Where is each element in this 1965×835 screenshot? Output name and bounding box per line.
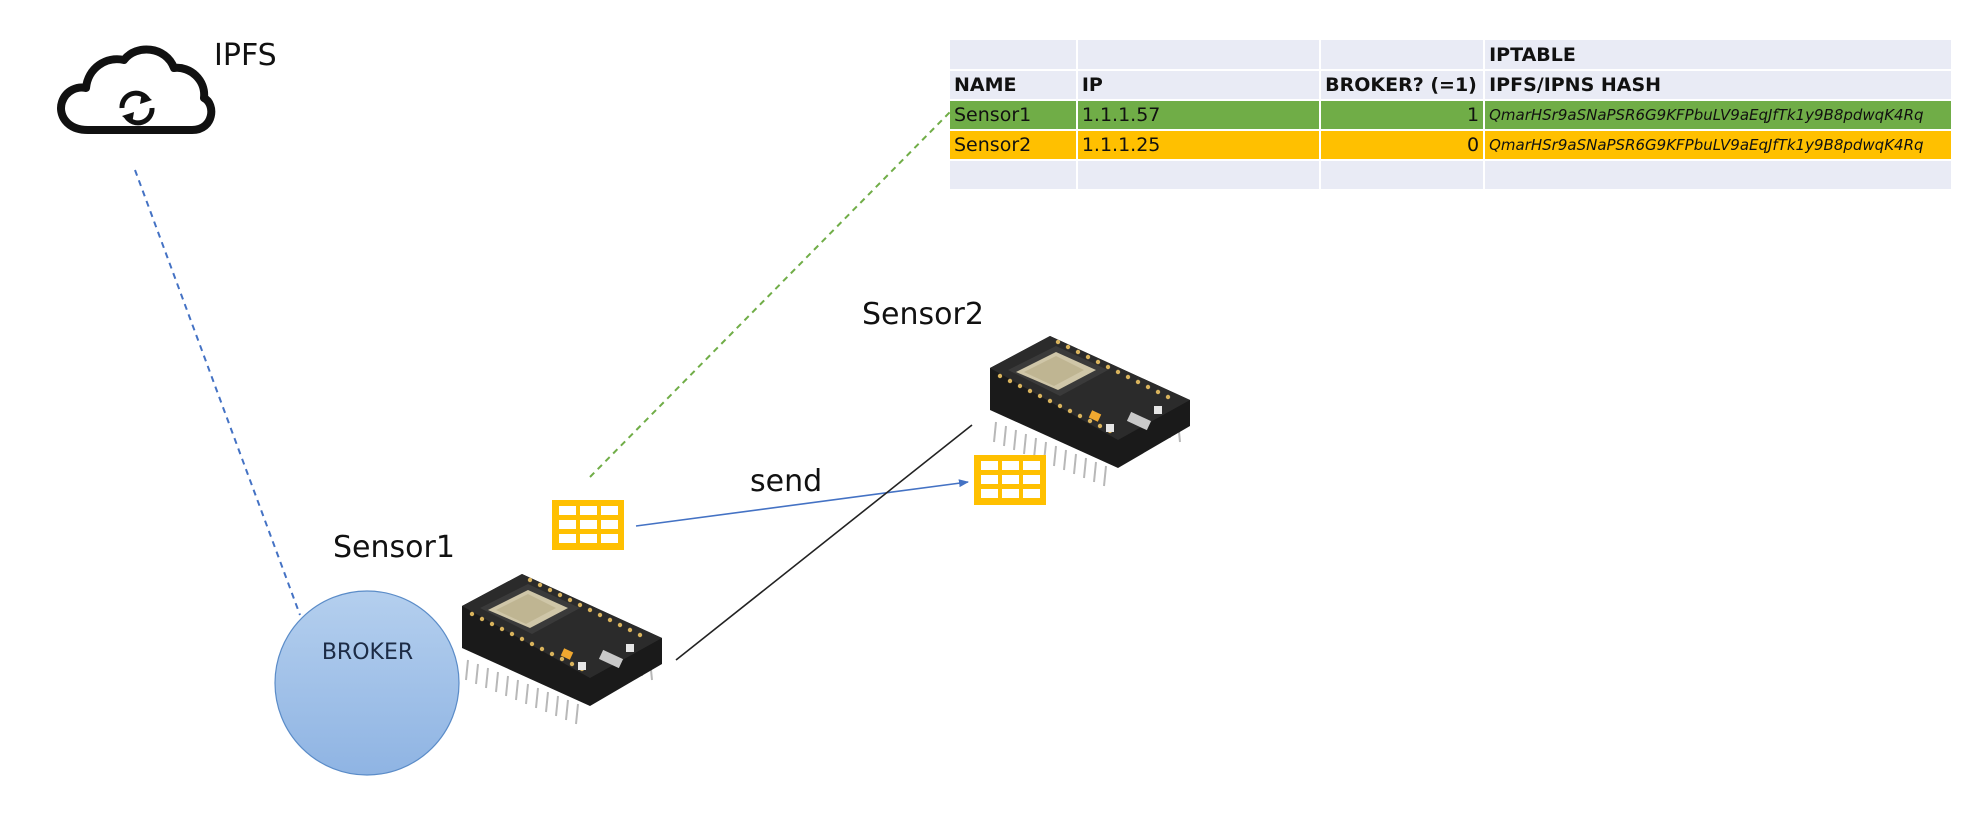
cell-ip: 1.1.1.57 — [1076, 100, 1322, 131]
iptable-header-row: NAME IP BROKER? (=1) IPFS/IPNS HASH — [950, 70, 1953, 101]
cell-name: Sensor2 — [950, 130, 1078, 161]
sensor1-board-icon — [449, 573, 663, 725]
cell-ip: 1.1.1.25 — [1076, 130, 1322, 161]
sensor2-label: Sensor2 — [862, 297, 984, 332]
iptable-title-row: IPTABLE — [950, 40, 1953, 71]
sensor1-table-icon — [552, 500, 624, 550]
sensor2-table-icon — [974, 455, 1046, 505]
column-header: BROKER? (=1) — [1320, 70, 1486, 101]
column-header: IP — [1076, 70, 1322, 101]
cell-name: Sensor1 — [950, 100, 1078, 131]
cell-hash: QmarHSr9aSNaPSR6G9KFPbuLV9aEqJfTk1y9B8pd… — [1484, 100, 1953, 131]
iptable-title: IPTABLE — [1484, 40, 1953, 71]
cloud-sync-icon — [57, 45, 216, 134]
send-arrow — [635, 479, 969, 527]
table-row-dashed-link — [589, 111, 951, 478]
iptable: IPTABLE NAME IP BROKER? (=1) IPFS/IPNS H… — [950, 40, 1953, 191]
table-row: Sensor2 1.1.1.25 0 QmarHSr9aSNaPSR6G9KFP… — [950, 130, 1953, 161]
sensor1-label: Sensor1 — [333, 530, 455, 565]
column-header: NAME — [950, 70, 1078, 101]
broker-label: BROKER — [321, 640, 414, 665]
cell-hash: QmarHSr9aSNaPSR6G9KFPbuLV9aEqJfTk1y9B8pd… — [1484, 130, 1953, 161]
cell-broker: 1 — [1320, 100, 1486, 131]
ipfs-label: IPFS — [214, 38, 277, 73]
ipfs-broker-dashed-link — [134, 169, 301, 616]
sensor-link-line — [675, 424, 973, 661]
broker-node — [274, 590, 460, 776]
send-label: send — [750, 464, 823, 499]
column-header: IPFS/IPNS HASH — [1484, 70, 1953, 101]
table-row-empty — [950, 160, 1953, 191]
table-row: Sensor1 1.1.1.57 1 QmarHSr9aSNaPSR6G9KFP… — [950, 100, 1953, 131]
cell-broker: 0 — [1320, 130, 1486, 161]
